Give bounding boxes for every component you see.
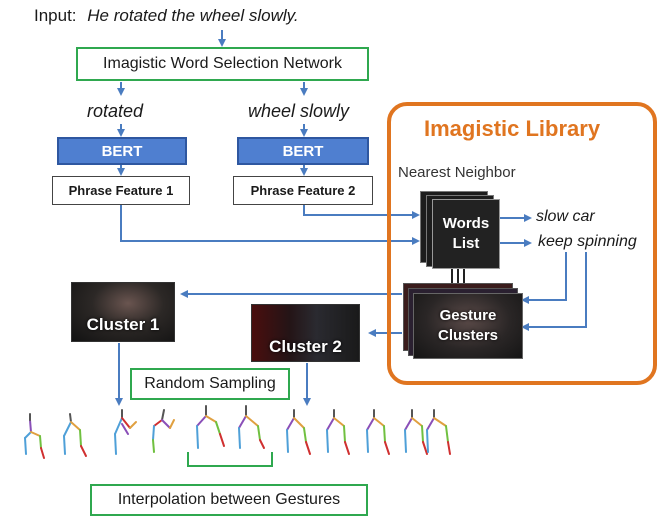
- skeleton-pose-4: [152, 409, 175, 453]
- arrow-feature1-to-words-list: [120, 205, 420, 245]
- skeleton-pose-6: [238, 405, 265, 449]
- words-list-line-2: List: [452, 235, 480, 252]
- skeleton-pose-10: [404, 409, 428, 455]
- skeleton-pose-3: [114, 409, 137, 455]
- input-text: He rotated the wheel slowly.: [87, 6, 299, 25]
- skeleton-pose-1: [24, 413, 45, 459]
- gesture-clusters-line-1: Gesture: [439, 306, 497, 324]
- skeleton-pose-8: [326, 409, 350, 455]
- cluster-1-image: Cluster 1: [71, 282, 175, 342]
- gesture-clusters-line-2: Clusters: [437, 327, 499, 344]
- interpolation-bracket: [187, 452, 273, 467]
- imagistic-word-selection-network: Imagistic Word Selection Network: [76, 47, 369, 81]
- selected-word-rotated: rotated: [87, 101, 144, 121]
- input-sentence: Input: He rotated the wheel slowly.: [34, 6, 299, 26]
- result-slow-car: slow car: [536, 208, 595, 225]
- bert-encoder-2: BERT: [237, 137, 369, 165]
- skeleton-pose-9: [366, 409, 390, 455]
- phrase-feature-2: Phrase Feature 2: [233, 176, 373, 205]
- arrow-slow-car-to-clusters: [521, 252, 567, 304]
- interpolation-between-gestures-box: Interpolation between Gestures: [90, 484, 368, 516]
- cluster-1-label: Cluster 1: [86, 315, 160, 334]
- words-list-line-1: Words: [442, 214, 490, 232]
- imagistic-library-title: Imagistic Library: [424, 116, 601, 141]
- phrase-feature-1: Phrase Feature 1: [52, 176, 190, 205]
- words-list-card: Words List: [432, 199, 500, 269]
- skeleton-pose-5: [196, 405, 225, 449]
- cluster-2-label: Cluster 2: [269, 337, 342, 356]
- gesture-clusters-card: Gesture Clusters: [413, 293, 523, 359]
- arrow-keep-spinning-to-clusters: [521, 252, 587, 331]
- random-sampling-box: Random Sampling: [130, 368, 290, 400]
- bert-encoder-1: BERT: [57, 137, 187, 165]
- result-keep-spinning: keep spinning: [538, 233, 637, 250]
- cluster-2-image: Cluster 2: [251, 304, 360, 362]
- nearest-neighbor-label: Nearest Neighbor: [398, 164, 516, 181]
- input-label: Input:: [34, 6, 77, 25]
- skeleton-pose-11: [426, 409, 451, 455]
- arrow-feature2-to-words-list: [303, 205, 420, 219]
- imagistic-library-frame: [387, 102, 657, 385]
- skeleton-pose-2: [63, 413, 87, 457]
- skeleton-pose-7: [286, 409, 311, 455]
- selected-word-wheel-slowly: wheel slowly: [248, 101, 350, 121]
